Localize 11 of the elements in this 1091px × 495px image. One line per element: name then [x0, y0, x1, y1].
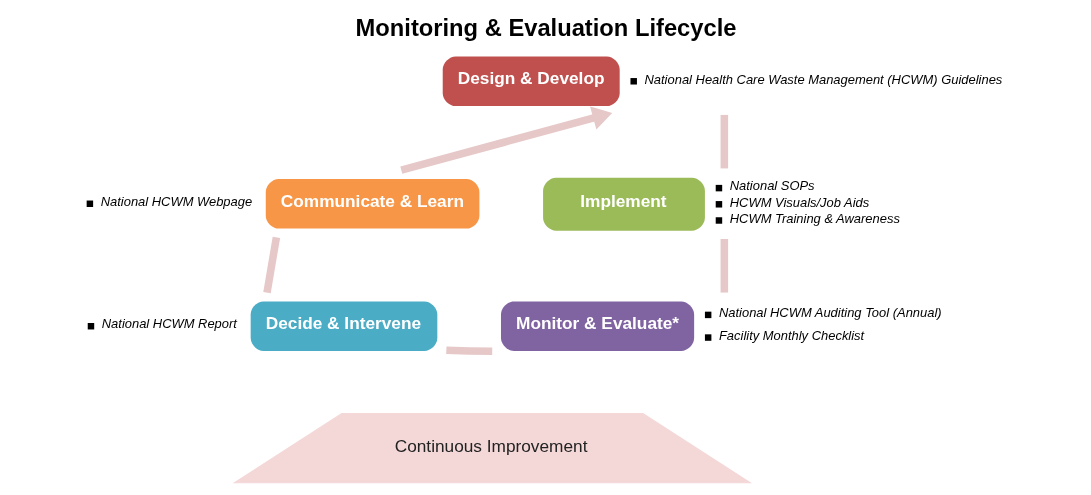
diagram-title: Monitoring & Evaluation Lifecycle [355, 14, 737, 41]
node-label: National HCWM Auditing Tool (Annual) [718, 304, 942, 320]
node-label: National Health Care Waste Management (HCWM) Guidelines [644, 71, 1003, 87]
node-label: HCWM Training & Awareness [729, 210, 900, 226]
connector [263, 236, 281, 293]
node-label: National HCWM Webpage [100, 193, 253, 209]
node-label: Facility Monthly Checklist [718, 327, 865, 343]
node-label: National SOPs [729, 177, 815, 193]
node-label: National HCWM Report [101, 315, 237, 331]
arrow [400, 105, 613, 174]
node-label: HCWM Visuals/Job Aids [729, 194, 870, 210]
